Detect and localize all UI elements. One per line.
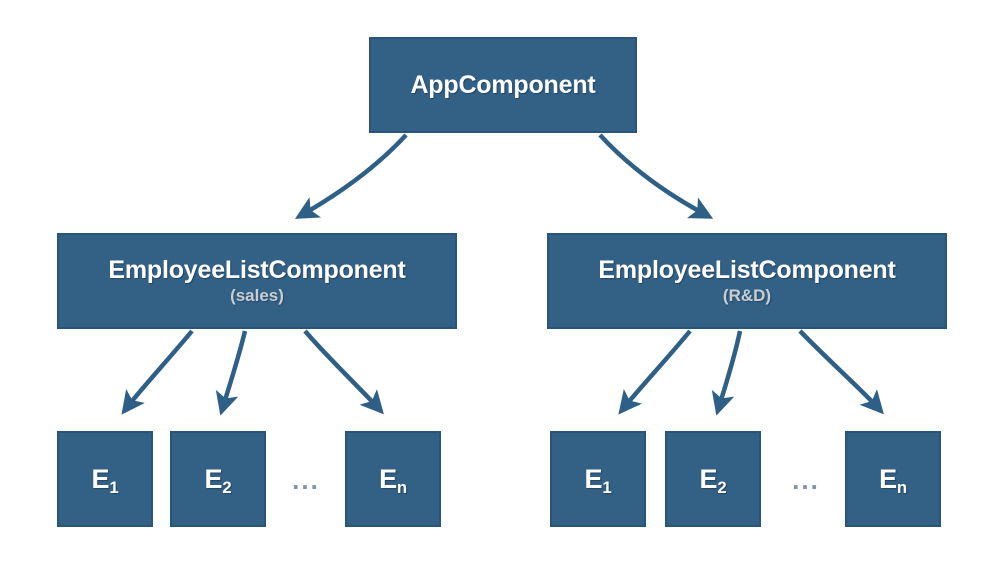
node-employee-rd-2-label: E2 — [699, 463, 727, 496]
node-employee-rd-1-label: E1 — [584, 463, 612, 496]
employee-base: E — [204, 463, 223, 494]
node-employee-sales-2[interactable]: E2 — [170, 431, 266, 527]
node-employee-sales-1-label: E1 — [91, 463, 119, 496]
employee-subscript: 2 — [717, 477, 727, 497]
edge-app-to-rd — [598, 133, 714, 219]
node-employee-list-rd-sublabel: (R&D) — [722, 285, 772, 305]
employee-subscript: 1 — [602, 477, 612, 497]
node-employee-list-rd-label: EmployeeListComponent — [598, 255, 896, 284]
employee-subscript: 2 — [222, 477, 232, 497]
employee-base: E — [879, 463, 897, 494]
edge-rd-to-e2 — [711, 330, 743, 416]
employee-base: E — [584, 463, 603, 494]
node-employee-sales-n[interactable]: En — [345, 431, 441, 527]
node-employee-list-sales[interactable]: EmployeeListComponent (sales) — [57, 233, 457, 329]
node-employee-sales-1[interactable]: E1 — [57, 431, 153, 527]
ellipsis-sales: ... — [292, 465, 320, 495]
node-employee-rd-1[interactable]: E1 — [550, 431, 646, 527]
node-employee-sales-2-label: E2 — [204, 463, 232, 496]
employee-subscript: n — [396, 477, 407, 497]
employee-base: E — [699, 463, 718, 494]
edge-sales-to-e2 — [215, 330, 248, 416]
node-employee-rd-n-label: En — [879, 463, 907, 496]
edge-rd-to-en — [798, 329, 884, 415]
node-employee-list-sales-label: EmployeeListComponent — [108, 255, 406, 284]
edge-rd-to-e1 — [618, 329, 692, 415]
employee-base: E — [379, 463, 397, 494]
node-employee-list-sales-sublabel: (sales) — [230, 285, 284, 305]
node-app-component[interactable]: AppComponent — [369, 37, 637, 133]
node-employee-sales-n-label: En — [379, 463, 407, 496]
node-employee-list-rd[interactable]: EmployeeListComponent (R&D) — [547, 233, 947, 329]
edge-sales-to-e1 — [121, 329, 194, 415]
node-employee-rd-n[interactable]: En — [845, 431, 941, 527]
edge-sales-to-en — [303, 329, 384, 415]
employee-base: E — [91, 463, 110, 494]
ellipsis-rd: ... — [792, 465, 820, 495]
node-app-component-label: AppComponent — [410, 70, 596, 99]
node-employee-rd-2[interactable]: E2 — [665, 431, 761, 527]
employee-subscript: 1 — [109, 477, 119, 497]
employee-subscript: n — [896, 477, 907, 497]
edge-app-to-sales — [294, 133, 408, 219]
